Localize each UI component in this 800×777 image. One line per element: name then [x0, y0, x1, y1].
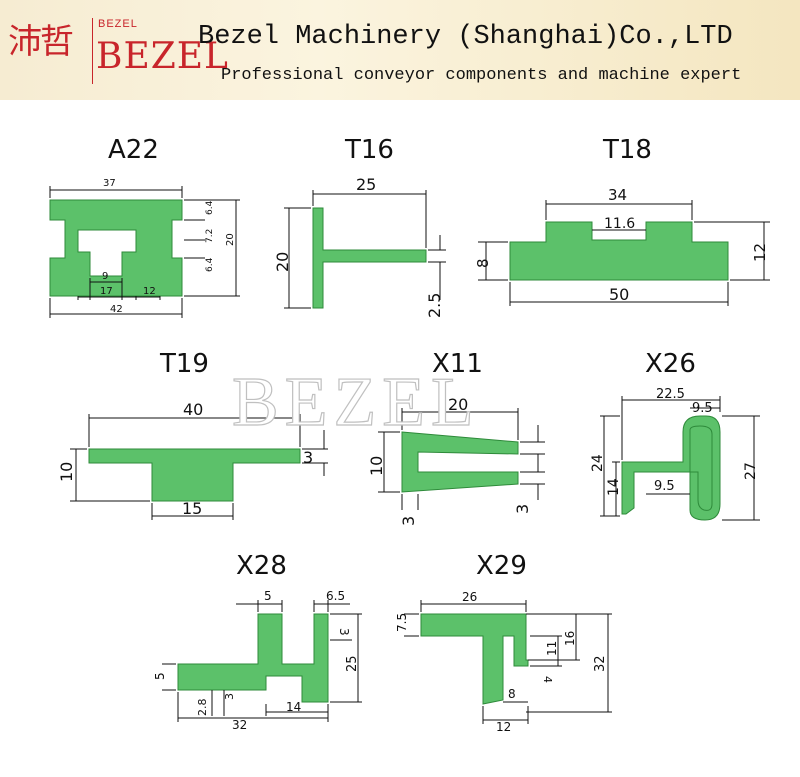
- company-name: Bezel Machinery (Shanghai)Co.,LTD: [198, 22, 733, 52]
- dim-label: 2.5: [425, 293, 444, 318]
- dim-label: 4: [541, 676, 554, 683]
- dim-label: 20: [448, 395, 468, 414]
- dim-label: 50: [609, 285, 629, 304]
- profile-x11: X11 20 10 3 3: [367, 349, 545, 526]
- profile-title: X11: [432, 349, 483, 379]
- profile-title: A22: [108, 135, 159, 165]
- profile-t19: T19 40 10 3 15: [57, 349, 328, 520]
- dim-label: 11: [545, 641, 559, 656]
- dim-label: 10: [367, 456, 386, 476]
- profile-x28: X28 5 6.5 3 5 25 2.8 3 14 32: [153, 551, 362, 732]
- profile-shape: [49, 199, 183, 297]
- logo-divider: [92, 18, 93, 84]
- dim-label: 3: [303, 448, 313, 467]
- dim-label: 32: [593, 655, 608, 672]
- dim-label: 37: [103, 178, 116, 189]
- dim-label: 8: [474, 258, 492, 268]
- dim-label: 22.5: [656, 387, 685, 402]
- dim-label: 3: [223, 693, 236, 700]
- dim-label: 11.6: [604, 216, 635, 232]
- profile-t16: T16 25 20 2.5: [273, 135, 446, 318]
- logo-chinese: 沛哲: [8, 22, 74, 62]
- dim-label: 6.4: [205, 200, 215, 215]
- dim-label: 9.5: [692, 401, 713, 416]
- profile-title: X26: [645, 349, 696, 379]
- company-tagline: Professional conveyor components and mac…: [221, 66, 742, 85]
- profile-shape: [177, 613, 329, 703]
- profile-shape: [401, 431, 519, 493]
- profile-title: X29: [476, 551, 527, 581]
- dim-label: 25: [345, 655, 360, 672]
- dim-label: 6.4: [205, 257, 215, 272]
- dim-label: 42: [110, 304, 123, 315]
- dim-label: 20: [273, 252, 292, 272]
- dim-label: 25: [356, 175, 376, 194]
- profiles-diagram: A22 37 6.4 7.2 6.4 20 9 17 12 42 T16 25 …: [49, 135, 770, 734]
- dim-label: 3: [399, 516, 418, 526]
- dim-label: 17: [100, 286, 113, 297]
- profile-title: T19: [159, 349, 209, 379]
- dim-label: 3: [337, 628, 351, 636]
- dim-label: 10: [57, 462, 76, 482]
- profile-shape: [621, 415, 721, 521]
- logo-big-text: BEZEL: [96, 36, 229, 77]
- dim-label: 3: [513, 504, 532, 514]
- dim-label: 6.5: [326, 589, 345, 603]
- profile-shape: [88, 448, 301, 502]
- dim-label: 12: [751, 243, 769, 262]
- profile-x29: X29 26 7.5 11 16 32 4 8 12: [395, 551, 612, 734]
- dim-label: 9.5: [654, 479, 675, 494]
- dim-label: 8: [508, 687, 516, 701]
- dim-label: 12: [143, 286, 156, 297]
- watermark: BEZEL: [232, 364, 480, 441]
- profile-t18: T18 34 11.6 8 12 50: [474, 135, 770, 306]
- dim-label: 34: [608, 186, 627, 204]
- profile-x26: X26 22.5 9.5 24 14 9.5 27: [590, 349, 760, 521]
- dim-label: 40: [183, 400, 203, 419]
- dim-label: 27: [743, 462, 759, 480]
- dim-label: 7.2: [205, 229, 215, 243]
- dim-label: 2.8: [196, 699, 209, 717]
- dim-label: 16: [563, 631, 577, 646]
- profile-title: T18: [602, 135, 652, 165]
- dim-label: 7.5: [395, 613, 409, 632]
- profile-title: T16: [344, 135, 394, 165]
- dim-label: 5: [264, 589, 272, 603]
- dim-label: 26: [462, 590, 477, 604]
- profile-title: X28: [236, 551, 287, 581]
- logo-small-text: BEZEL: [98, 18, 138, 30]
- dim-label: 24: [590, 454, 606, 472]
- dim-label: 14: [286, 700, 301, 714]
- dim-label: 20: [225, 233, 236, 246]
- profile-shape: [420, 613, 529, 705]
- dim-label: 9: [102, 271, 108, 282]
- profile-shape: [509, 221, 729, 281]
- dim-label: 12: [496, 720, 511, 734]
- dim-label: 15: [182, 499, 202, 518]
- dim-label: 5: [153, 672, 167, 680]
- header-banner: 沛哲 BEZEL BEZEL Bezel Machinery (Shanghai…: [0, 0, 800, 100]
- dim-label: 14: [606, 478, 622, 496]
- profile-shape: [312, 207, 427, 309]
- dim-label: 32: [232, 718, 247, 732]
- profile-a22: A22 37 6.4 7.2 6.4 20 9 17 12 42: [49, 135, 240, 318]
